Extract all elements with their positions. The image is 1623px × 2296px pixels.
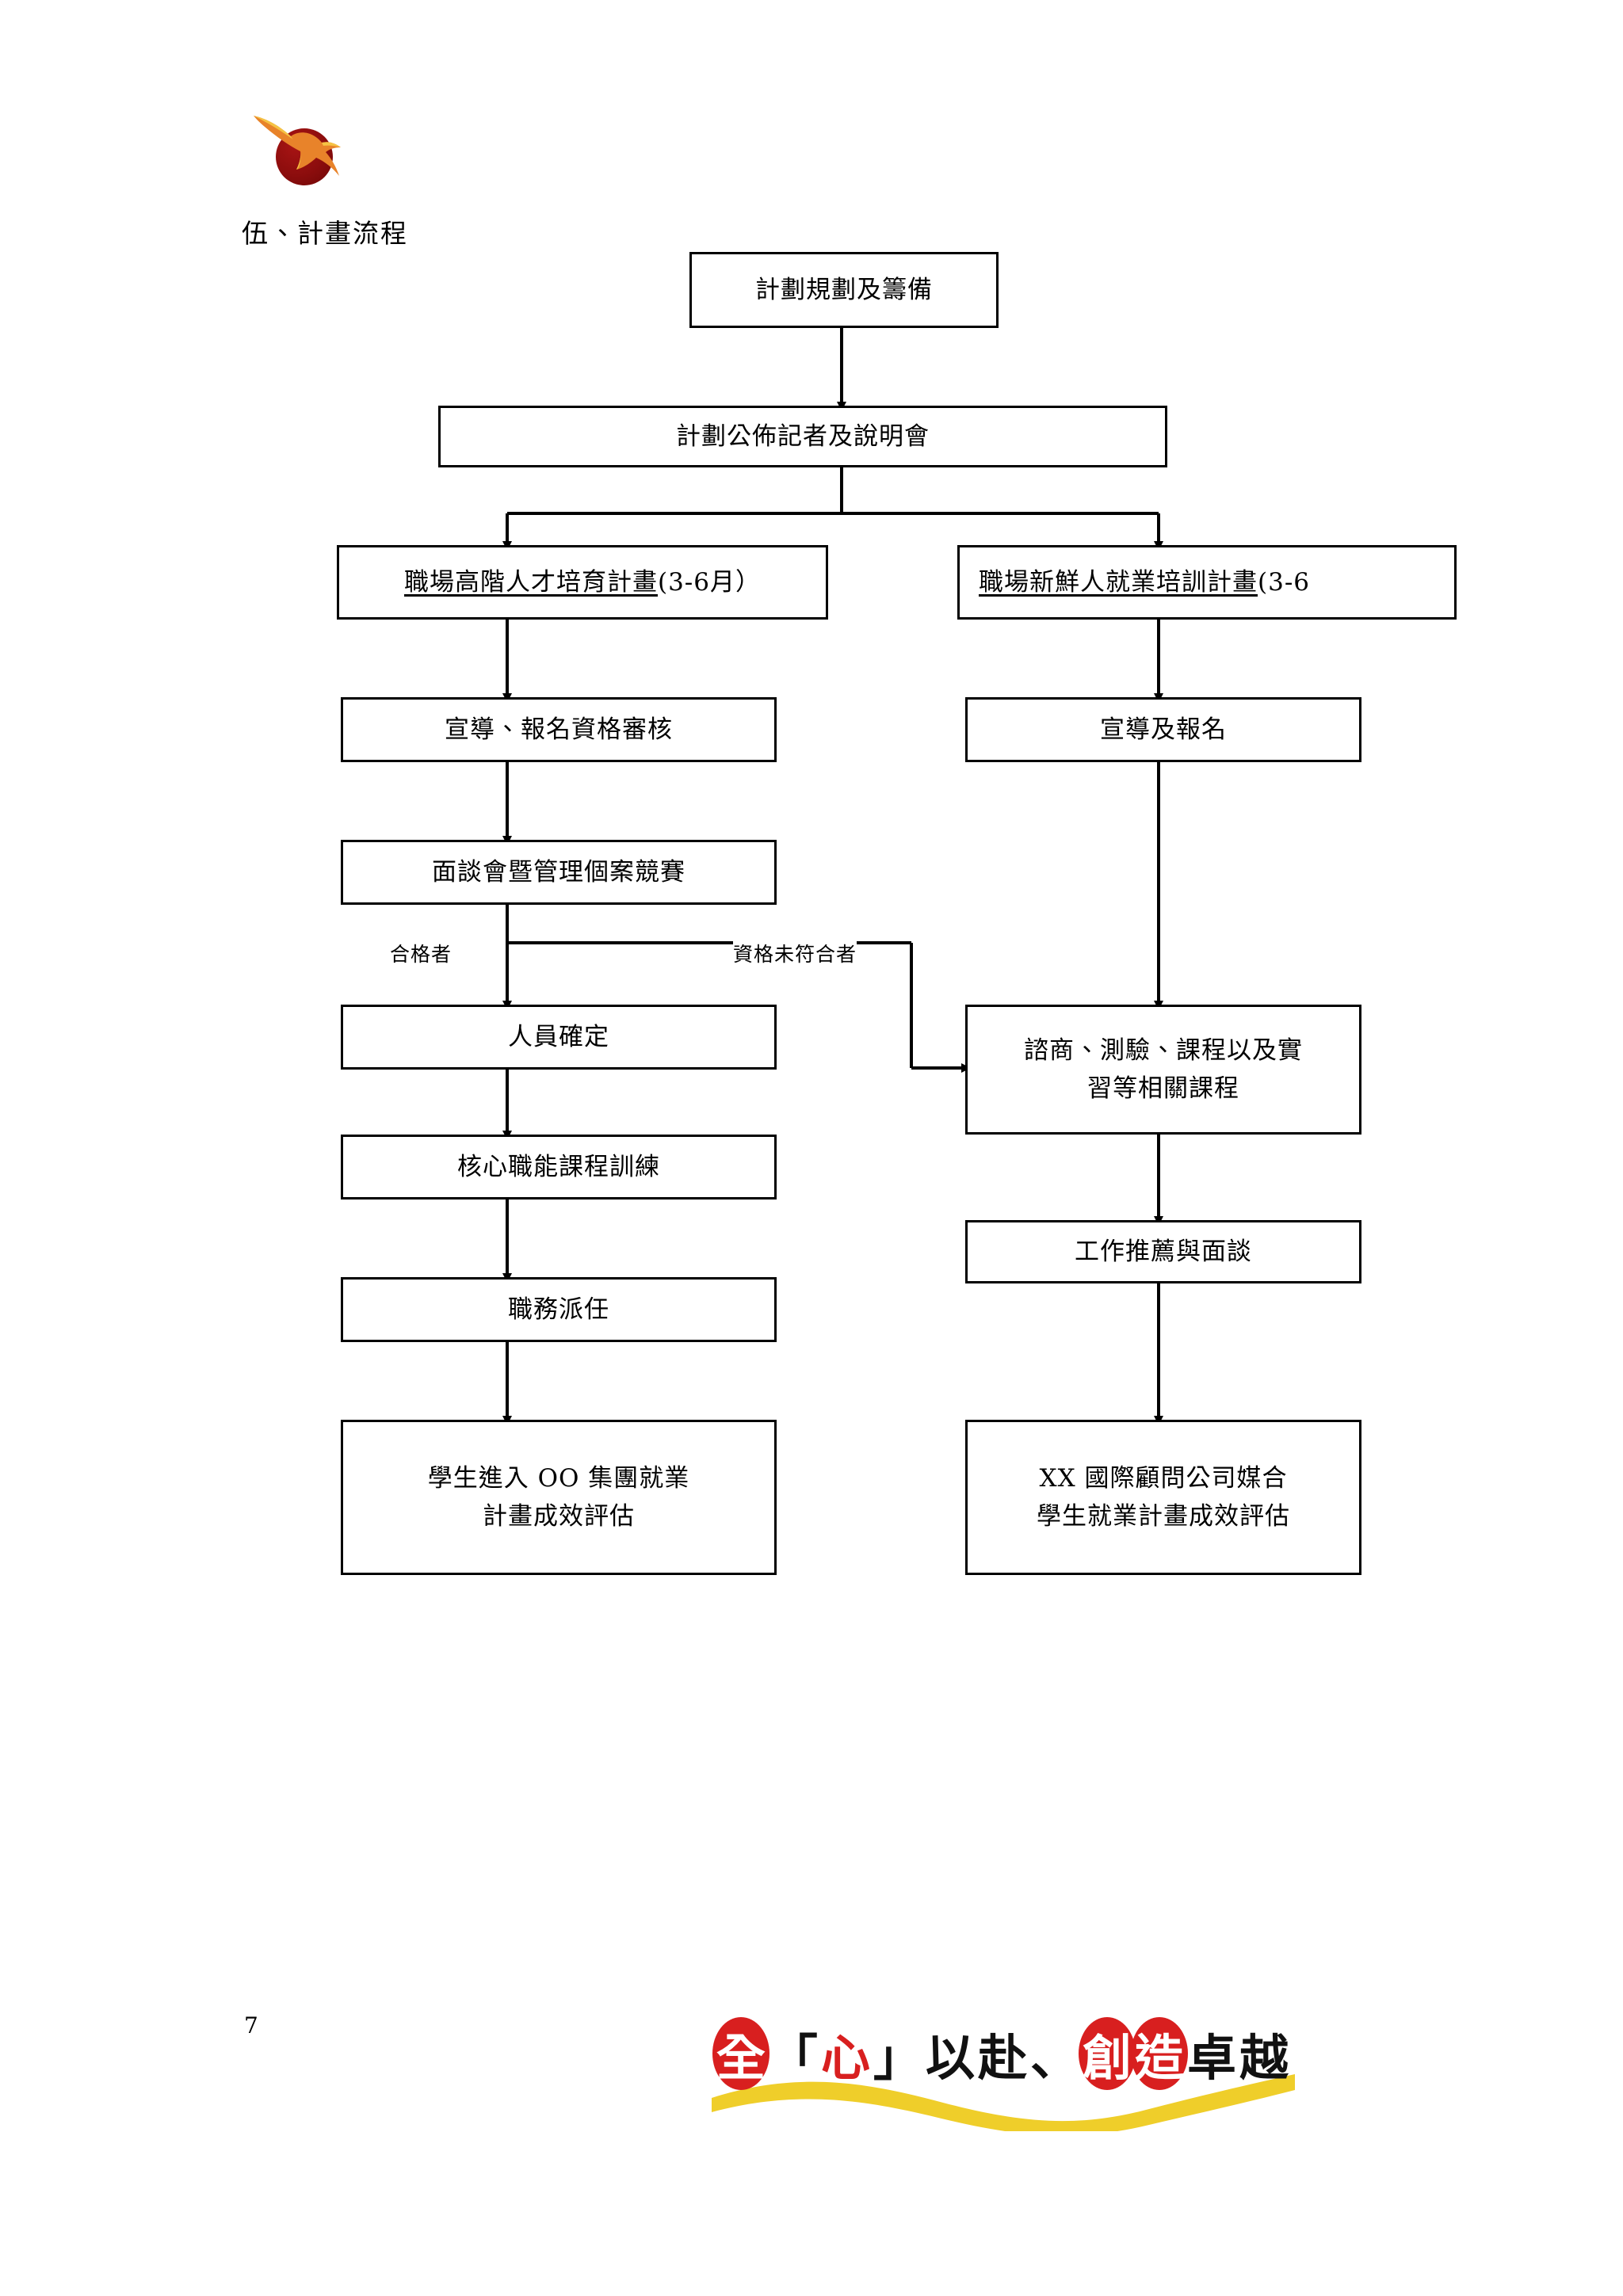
edge-label-not-qualified: 資格未符合者: [733, 939, 857, 967]
slogan-char: 「: [768, 2029, 818, 2087]
node-left-branch-title[interactable]: 職場高階人才培育計畫(3-6月）: [337, 545, 828, 620]
node-right-courses[interactable]: 諮商、測驗、課程以及實 習等相關課程: [965, 1005, 1361, 1135]
slogan-char: 越: [1239, 2029, 1289, 2087]
node-planning[interactable]: 計劃規劃及籌備: [689, 252, 999, 328]
node-press-conference[interactable]: 計劃公佈記者及說明會: [438, 406, 1167, 467]
slogan-text: 全 「 心 」 以 赴 、 創 造 卓 越: [705, 2014, 1300, 2093]
slogan-char: 卓: [1187, 2029, 1237, 2087]
node-right-outcome[interactable]: XX 國際顧問公司媒合 學生就業計畫成效評估: [965, 1420, 1361, 1575]
edge-label-qualified: 合格者: [390, 939, 453, 967]
flowchart: 計劃規劃及籌備 計劃公佈記者及說明會 職場高階人才培育計畫(3-6月） 職場新鮮…: [337, 252, 1457, 1575]
node-left-interview[interactable]: 面談會暨管理個案競賽: [341, 840, 777, 905]
slogan-graphic: 全 「 心 」 以 赴 、 創 造 卓 越: [705, 1973, 1300, 2131]
slogan-char: 以: [925, 2029, 975, 2087]
node-right-branch-title[interactable]: 職場新鮮人就業培訓計畫(3-6: [957, 545, 1457, 620]
slogan-char: 赴: [977, 2029, 1027, 2087]
eagle-in-red-circle-logo: [246, 101, 349, 189]
node-left-confirm[interactable]: 人員確定: [341, 1005, 777, 1070]
page-title: 伍、計畫流程: [242, 218, 408, 249]
node-left-promotion[interactable]: 宣導、報名資格審核: [341, 697, 777, 762]
node-left-outcome[interactable]: 學生進入 OO 集團就業 計畫成效評估: [341, 1420, 777, 1575]
node-left-core-training[interactable]: 核心職能課程訓練: [341, 1135, 777, 1199]
slogan-char: 造: [1133, 2018, 1186, 2089]
yellow-brush-stroke: [712, 2074, 1295, 2131]
slogan-char: 心: [820, 2029, 870, 2087]
node-right-promotion[interactable]: 宣導及報名: [965, 697, 1361, 762]
slogan-char: 」: [873, 2029, 922, 2087]
node-left-assignment[interactable]: 職務派任: [341, 1277, 777, 1342]
eagle-icon: [254, 116, 341, 176]
slogan-char: 全: [715, 2018, 767, 2089]
slogan-char: 、: [1030, 2029, 1080, 2087]
page-number: 7: [244, 2012, 258, 2039]
slogan-char: 創: [1081, 2018, 1133, 2089]
node-right-job-referral[interactable]: 工作推薦與面談: [965, 1220, 1361, 1283]
